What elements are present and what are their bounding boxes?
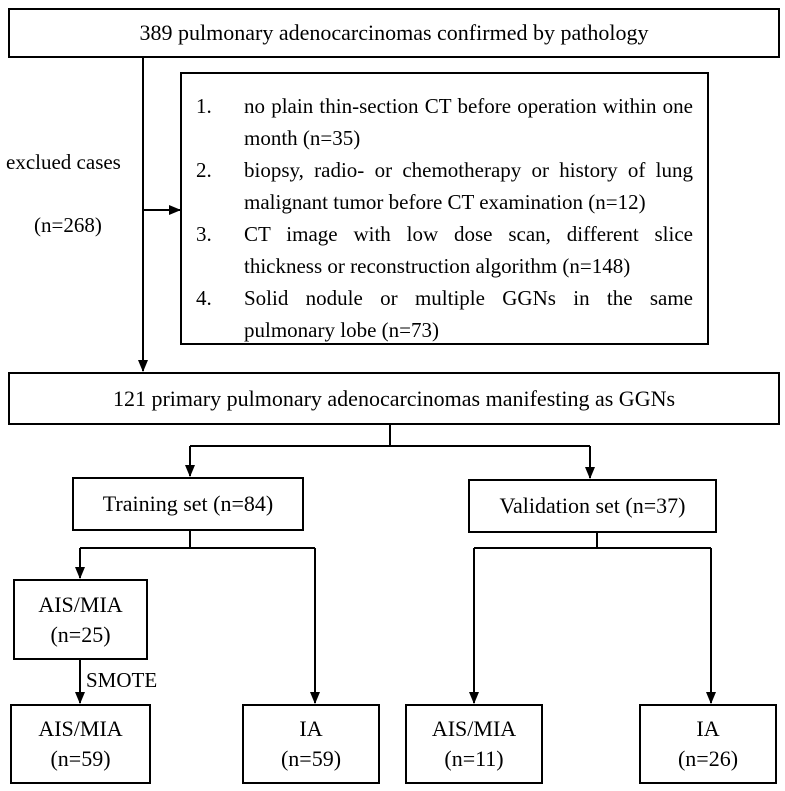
criterion-text: CT image with low dose scan, different s… <box>244 222 693 278</box>
criterion-text: Solid nodule or multiple GGNs in the sam… <box>244 286 693 342</box>
training-ais-mia-box: AIS/MIA (n=25) <box>13 579 148 660</box>
training-ia-label: IA <box>299 716 323 742</box>
validation-ia-box: IA (n=26) <box>639 704 777 784</box>
criterion-text: no plain thin-section CT before operatio… <box>244 94 693 150</box>
training-set-box: Training set (n=84) <box>72 477 304 531</box>
validation-ia-count: (n=26) <box>677 746 739 771</box>
validation-ais-mia-box: AIS/MIA (n=11) <box>405 704 543 784</box>
smote-label: SMOTE <box>86 668 158 692</box>
exclusion-criteria-box: 1. no plain thin-section CT before opera… <box>180 72 709 345</box>
training-ia-count: (n=59) <box>280 746 342 771</box>
validation-set-text: Validation set (n=37) <box>499 493 686 518</box>
criterion-item: 2. biopsy, radio- or chemotherapy or his… <box>196 154 693 218</box>
included-cases-text: 121 primary pulmonary adenocarcinomas ma… <box>112 385 676 411</box>
excluded-cases-count: (n=268) <box>34 213 102 237</box>
training-ia-box: IA (n=59) <box>242 704 380 784</box>
criterion-number: 1. <box>196 94 212 118</box>
total-cases-box: 389 pulmonary adenocarcinomas confirmed … <box>8 8 780 58</box>
training-ais-mia-smote-box: AIS/MIA (n=59) <box>10 704 151 784</box>
criterion-number: 3. <box>196 222 212 246</box>
training-ais-mia-smote-count: (n=59) <box>50 746 111 771</box>
validation-ia-label: IA <box>696 716 720 742</box>
criterion-number: 2. <box>196 158 212 182</box>
criterion-text: biopsy, radio- or chemotherapy or histor… <box>244 158 693 214</box>
included-cases-box: 121 primary pulmonary adenocarcinomas ma… <box>8 372 780 425</box>
validation-ais-mia-count: (n=11) <box>444 746 504 771</box>
training-set-text: Training set (n=84) <box>102 491 274 516</box>
exclusion-criteria-list: 1. no plain thin-section CT before opera… <box>196 90 693 346</box>
validation-ais-mia-label: AIS/MIA <box>431 716 517 742</box>
training-ais-mia-smote-label: AIS/MIA <box>38 716 123 742</box>
criterion-number: 4. <box>196 286 212 310</box>
criterion-item: 1. no plain thin-section CT before opera… <box>196 90 693 154</box>
excluded-cases-label: exclued cases <box>6 150 121 174</box>
training-ais-mia-count: (n=25) <box>50 621 111 647</box>
training-ais-mia-label: AIS/MIA <box>38 591 123 617</box>
total-cases-text: 389 pulmonary adenocarcinomas confirmed … <box>139 20 649 45</box>
criterion-item: 4. Solid nodule or multiple GGNs in the … <box>196 282 693 346</box>
criterion-item: 3. CT image with low dose scan, differen… <box>196 218 693 282</box>
validation-set-box: Validation set (n=37) <box>468 479 717 533</box>
